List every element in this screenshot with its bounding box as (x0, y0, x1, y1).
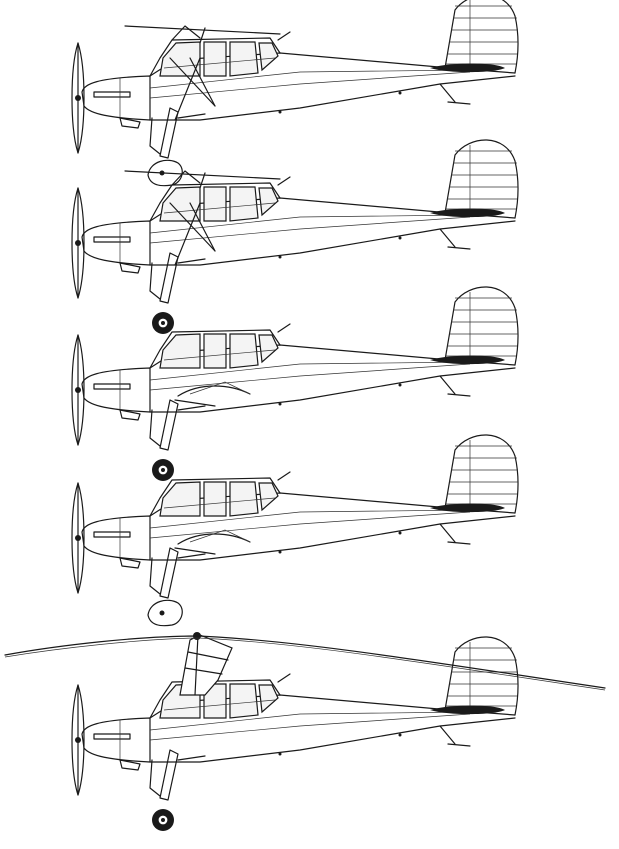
aircraft-variant-1 (71, 0, 519, 187)
aircraft-variant-3 (71, 286, 519, 482)
rotor-blades (4, 635, 606, 691)
aircraft-variant-2 (71, 139, 519, 335)
aircraft-variant-4 (71, 434, 519, 627)
aircraft-variant-5 (71, 632, 519, 832)
